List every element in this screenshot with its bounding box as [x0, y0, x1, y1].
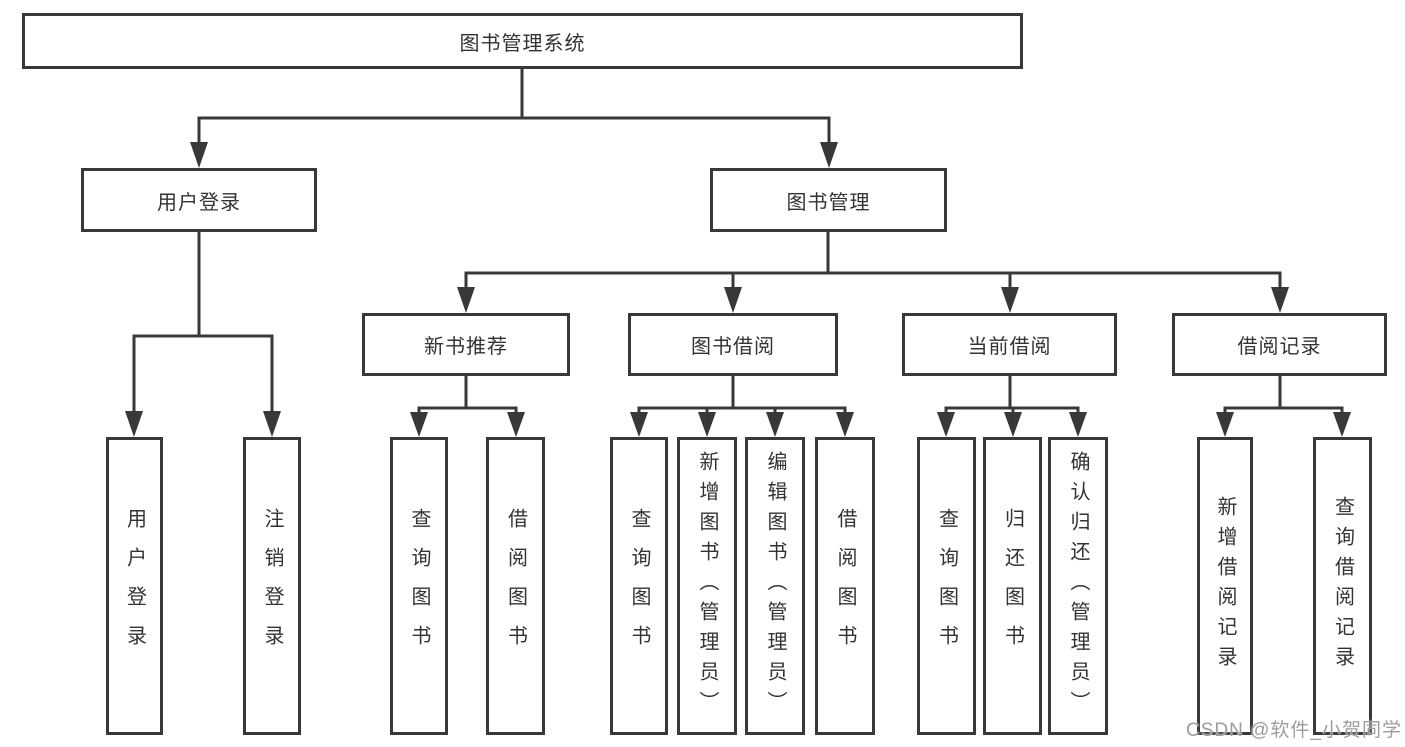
leaf-borrow-book-borrow-label: 借阅图书	[834, 508, 856, 664]
leaf-borrow-book-newbook: 借阅图书	[486, 437, 545, 735]
connector-newbook-branch	[410, 374, 525, 437]
csdn-watermark: CSDN @软件_小贺同学	[1186, 720, 1402, 741]
node-user-login: 用户登录	[81, 168, 317, 232]
leaf-return-book: 归还图书	[983, 437, 1042, 735]
leaf-query-book-current-label: 查询图书	[935, 508, 958, 664]
leaf-return-book-label: 归还图书	[1001, 508, 1024, 664]
leaf-query-book-newbook-label: 查询图书	[408, 508, 430, 664]
leaf-borrow-book-borrow: 借阅图书	[815, 437, 875, 735]
leaf-borrow-book-newbook-label: 借阅图书	[504, 508, 527, 664]
leaf-user-login-label: 用户登录	[123, 508, 146, 664]
node-book-management: 图书管理	[710, 168, 947, 232]
leaf-logout-label: 注销登录	[261, 508, 283, 664]
leaf-edit-book-admin-label: 编辑图书（管理员）	[764, 451, 786, 721]
leaf-edit-book-admin: 编辑图书（管理员）	[745, 437, 805, 735]
leaf-query-book-borrow-label: 查询图书	[628, 508, 650, 664]
leaf-add-borrow-record-label: 新增借阅记录	[1214, 496, 1236, 676]
leaf-confirm-return-admin-label: 确认归还（管理员）	[1067, 451, 1089, 721]
node-library-management-system: 图书管理系统	[22, 13, 1023, 69]
node-borrow-records: 借阅记录	[1172, 313, 1387, 376]
connector-login-branch	[125, 230, 281, 437]
leaf-confirm-return-admin: 确认归还（管理员）	[1048, 437, 1108, 735]
connector-records-branch	[1216, 374, 1351, 437]
leaf-query-book-borrow: 查询图书	[610, 437, 668, 735]
leaf-query-borrow-record: 查询借阅记录	[1313, 437, 1372, 735]
connector-management-to-level3	[457, 230, 1289, 313]
leaf-user-login: 用户登录	[106, 437, 163, 735]
leaf-add-borrow-record: 新增借阅记录	[1197, 437, 1253, 735]
leaf-add-book-admin-label: 新增图书（管理员）	[696, 451, 718, 721]
leaf-query-borrow-record-label: 查询借阅记录	[1331, 496, 1354, 676]
connector-current-branch	[937, 374, 1087, 437]
leaf-add-book-admin: 新增图书（管理员）	[677, 437, 737, 735]
leaf-logout: 注销登录	[243, 437, 301, 735]
node-book-borrow: 图书借阅	[628, 313, 838, 376]
leaf-query-book-newbook: 查询图书	[390, 437, 448, 735]
node-current-borrow: 当前借阅	[902, 313, 1117, 376]
connector-borrow-branch	[630, 374, 854, 437]
connector-root-to-level2	[190, 67, 838, 168]
leaf-query-book-current: 查询图书	[917, 437, 976, 735]
node-new-book-recommend: 新书推荐	[362, 313, 570, 376]
